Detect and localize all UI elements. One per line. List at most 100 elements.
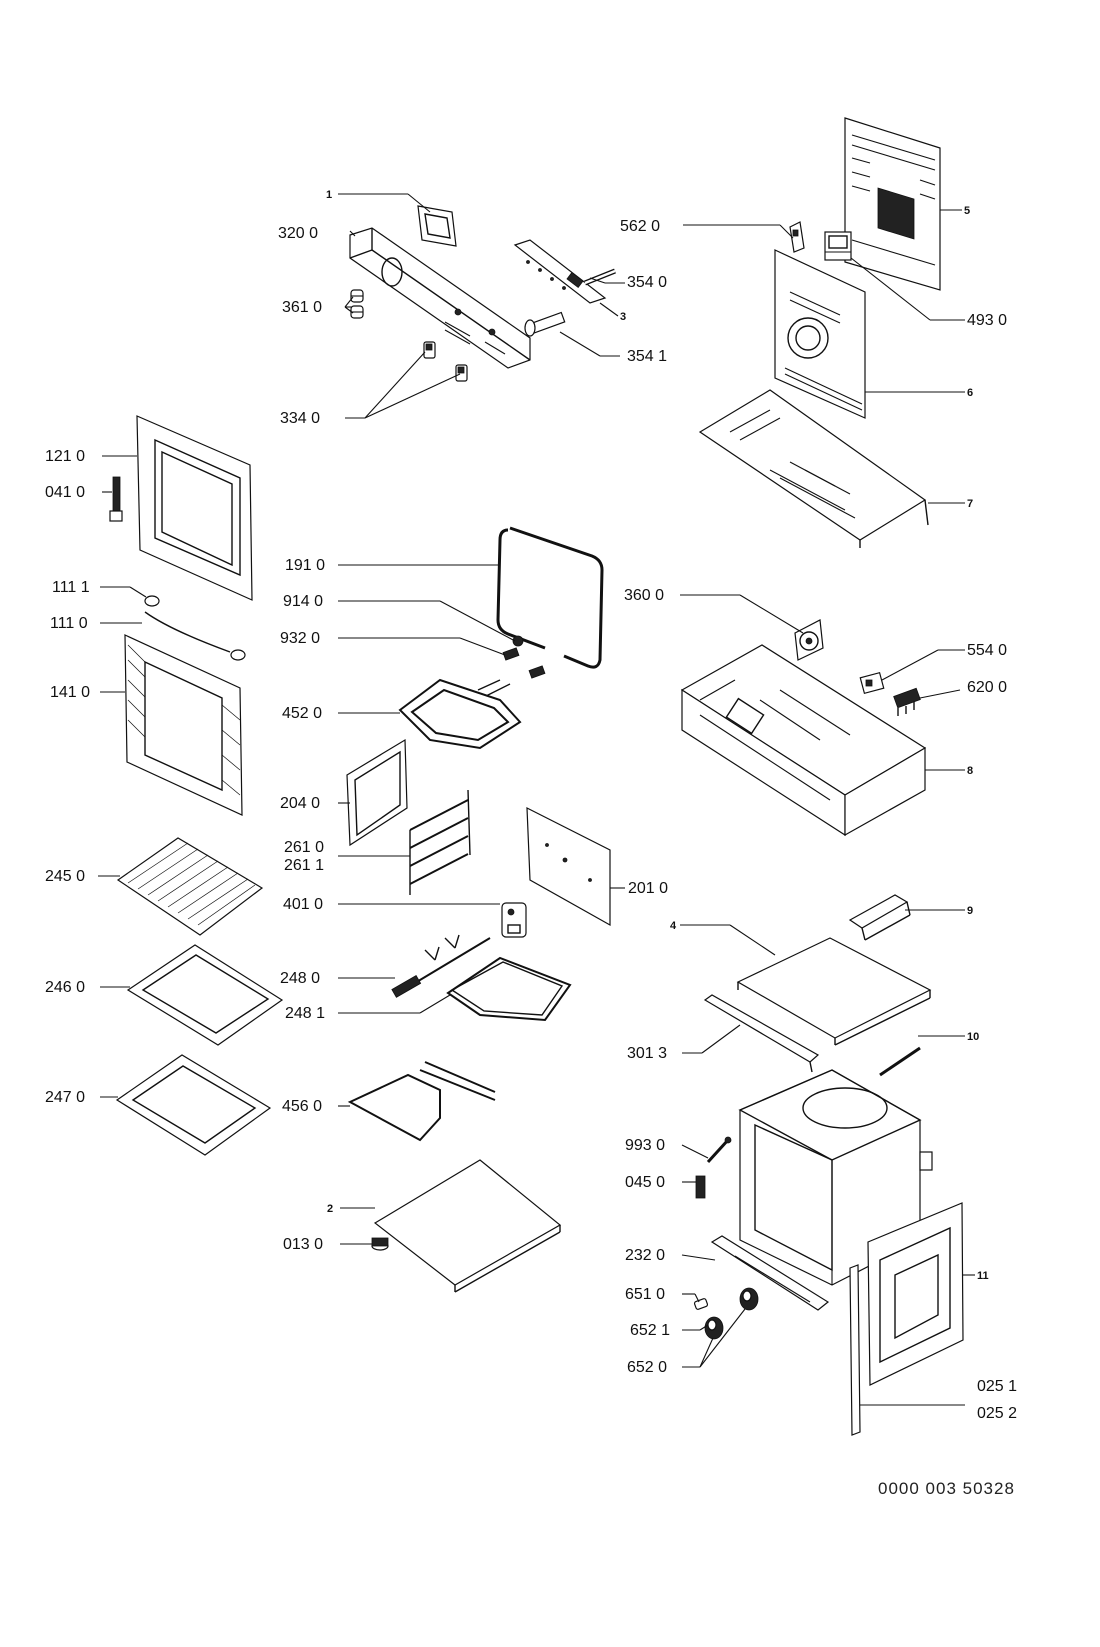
- part-121-0-door-frame: [136, 415, 253, 601]
- part-013-0-foot: [371, 1237, 389, 1251]
- part-914-932-lamp: [502, 635, 546, 679]
- part-334-0-clips: [423, 341, 468, 382]
- label-8: 8: [967, 765, 973, 777]
- label-247-0: 247 0: [45, 1089, 85, 1106]
- part-045-0-catch: [695, 1175, 706, 1199]
- leader-lines: [98, 193, 975, 1406]
- part-111-handle: [144, 595, 246, 661]
- label-204-0: 204 0: [280, 795, 320, 812]
- label-2: 2: [327, 1203, 333, 1215]
- label-993-0: 993 0: [625, 1137, 665, 1154]
- part-246-0-baking-tray: [126, 944, 284, 1046]
- label-361-0: 361 0: [282, 299, 322, 316]
- part-6-fan-frame: [774, 249, 866, 419]
- label-562-0: 562 0: [620, 218, 660, 235]
- label-6: 6: [967, 387, 973, 399]
- part-9-bracket: [848, 894, 911, 941]
- label-201-0: 201 0: [628, 880, 668, 897]
- part-labels: 1 320 0 361 0 354 0 3 354 1 334 0 562 0 …: [45, 189, 1017, 1422]
- label-5: 5: [964, 205, 970, 217]
- label-7: 7: [967, 498, 973, 510]
- part-191-0-door-seal: [496, 526, 604, 669]
- label-401-0: 401 0: [283, 896, 323, 913]
- label-456-0: 456 0: [282, 1098, 322, 1115]
- part-oven-cavity: [738, 1069, 933, 1286]
- part-1-bracket: [417, 205, 457, 247]
- label-360-0: 360 0: [624, 587, 664, 604]
- part-554-0-switch: [859, 671, 885, 695]
- label-334-0: 334 0: [280, 410, 320, 427]
- part-456-0-lower-element: [347, 1061, 496, 1142]
- part-354-1-button: [524, 311, 566, 337]
- label-10: 10: [967, 1031, 979, 1043]
- label-111-0: 111 0: [50, 615, 88, 632]
- label-111-1: 111 1: [52, 579, 90, 596]
- label-141-0: 141 0: [50, 684, 90, 701]
- part-4-cavity-top: [736, 937, 932, 1046]
- label-4: 4: [670, 920, 677, 932]
- part-360-0-fan: [794, 619, 824, 661]
- part-354-0-spindle: [584, 268, 616, 286]
- part-651-0-spindle: [693, 1298, 709, 1310]
- label-248-0: 248 0: [280, 970, 320, 987]
- part-10-rod: [879, 1046, 921, 1077]
- label-354-1: 354 1: [627, 348, 667, 365]
- label-045-0: 045 0: [625, 1174, 665, 1191]
- label-493-0: 493 0: [967, 312, 1007, 329]
- label-620-0: 620 0: [967, 679, 1007, 696]
- part-301-3-rail: [703, 994, 820, 1073]
- part-361-0-knobs: [350, 289, 364, 319]
- label-914-0: 914 0: [283, 593, 323, 610]
- label-232-0: 232 0: [625, 1247, 665, 1264]
- label-652-1: 652 1: [630, 1322, 670, 1339]
- label-041-0: 041 0: [45, 484, 85, 501]
- part-248-1-spit-frame: [446, 956, 572, 1022]
- part-7-top-cover: [698, 389, 929, 548]
- label-261-0: 261 0: [284, 839, 324, 856]
- label-452-0: 452 0: [282, 705, 322, 722]
- part-245-0-wire-shelf: [116, 837, 264, 936]
- part-261-shelf-runners: [409, 789, 471, 895]
- label-354-0: 354 0: [627, 274, 667, 291]
- label-301-3: 301 3: [627, 1045, 667, 1062]
- part-562-0-switch: [789, 221, 805, 253]
- part-993-0-screw: [706, 1136, 732, 1164]
- part-201-0-rear-liner: [526, 807, 611, 927]
- label-121-0: 121 0: [45, 448, 85, 465]
- label-652-0: 652 0: [627, 1359, 667, 1376]
- part-247-0-deep-tray: [115, 1054, 272, 1156]
- label-025-1: 025 1: [977, 1378, 1017, 1395]
- part-320-0-control-panel: [349, 227, 531, 369]
- label-245-0: 245 0: [45, 868, 85, 885]
- label-554-0: 554 0: [967, 642, 1007, 659]
- label-651-0: 651 0: [625, 1286, 665, 1303]
- part-141-0-door-glass: [124, 634, 243, 816]
- label-3: 3: [620, 311, 626, 323]
- label-1: 1: [326, 189, 332, 201]
- part-2-bottom-plate: [373, 1159, 562, 1293]
- label-013-0: 013 0: [283, 1236, 323, 1253]
- part-452-0-grill-element: [398, 678, 522, 750]
- part-025-trim-strip: [849, 1264, 861, 1436]
- part-248-0-spit: [391, 934, 491, 998]
- part-041-0-hinge: [109, 476, 123, 522]
- part-8-housing: [680, 644, 927, 837]
- part-232-0-cover-strip: [710, 1235, 830, 1311]
- label-248-1: 248 1: [285, 1005, 325, 1022]
- part-11-side-panel: [867, 1202, 964, 1386]
- label-025-2: 025 2: [977, 1405, 1017, 1422]
- part-652-knobs: [704, 1287, 759, 1340]
- label-320-0: 320 0: [278, 225, 318, 242]
- label-9: 9: [967, 905, 973, 917]
- part-3-control-board: [513, 239, 607, 304]
- label-11: 11: [977, 1270, 989, 1282]
- document-code: 0000 003 50328: [878, 1479, 1015, 1498]
- part-401-0-rotisserie-motor: [501, 902, 527, 938]
- label-246-0: 246 0: [45, 979, 85, 996]
- label-191-0: 191 0: [285, 557, 325, 574]
- label-261-1: 261 1: [284, 857, 324, 874]
- part-204-0-side-panel: [346, 738, 408, 847]
- part-620-0-terminal-block: [893, 687, 921, 716]
- label-932-0: 932 0: [280, 630, 320, 647]
